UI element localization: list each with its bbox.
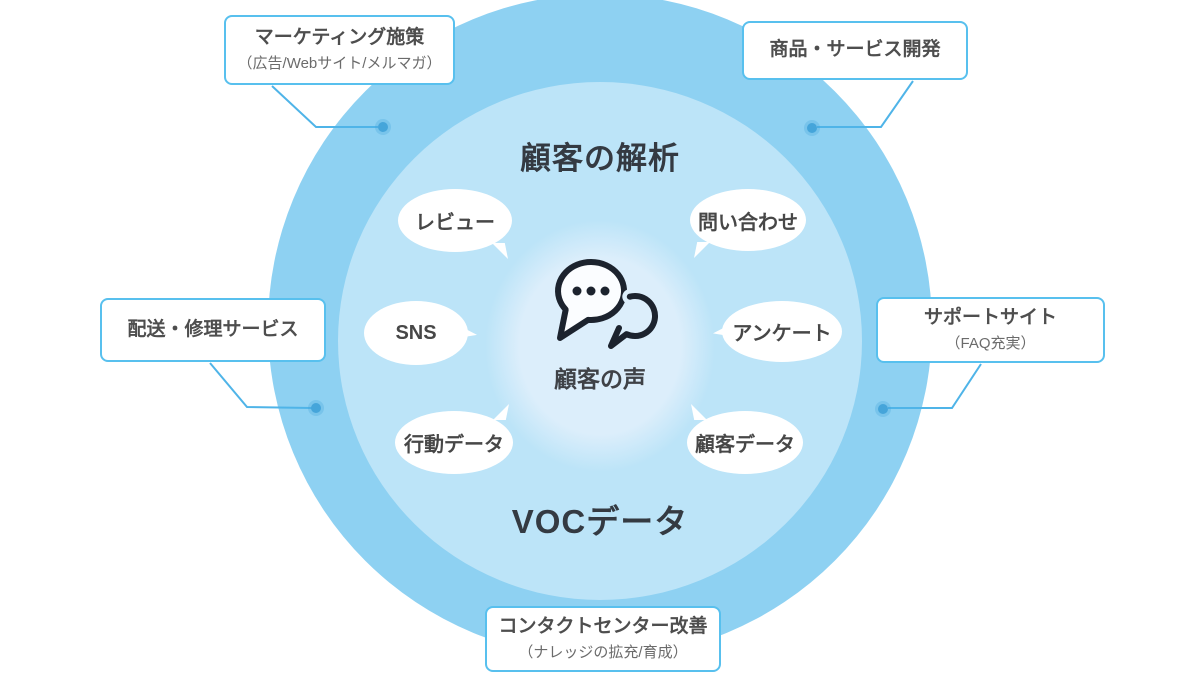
bubble-customer-data: 顧客データ: [687, 411, 803, 474]
callout-support-site: サポートサイト （FAQ充実）: [876, 297, 1105, 363]
bubble-inquiry: 問い合わせ: [690, 189, 806, 251]
callout-contact-center: コンタクトセンター改善 （ナレッジの拡充/育成）: [485, 606, 721, 672]
callout-delivery-repair: 配送・修理サービス: [100, 298, 326, 362]
callout-marketing: マーケティング施策 （広告/Webサイト/メルマガ）: [224, 15, 455, 85]
bubble-behavior-data: 行動データ: [395, 411, 513, 474]
callout-product-dev-title: 商品・サービス開発: [769, 39, 941, 61]
callout-marketing-title: マーケティング施策: [254, 26, 425, 48]
callout-delivery-repair-title: 配送・修理サービス: [127, 318, 299, 340]
bubble-survey: アンケート: [722, 301, 842, 362]
bubble-sns: SNS: [364, 301, 468, 365]
zone-label-customer-analysis: 顧客の解析: [520, 141, 680, 176]
callout-marketing-subtitle: （広告/Webサイト/メルマガ）: [237, 55, 442, 73]
callout-support-site-subtitle: （FAQ充実）: [945, 335, 1036, 353]
callout-contact-center-subtitle: （ナレッジの拡充/育成）: [518, 644, 688, 662]
chat-bubbles-icon: [547, 254, 663, 354]
center-label-customer-voice: 顧客の声: [554, 366, 646, 392]
callout-support-site-title: サポートサイト: [923, 306, 1057, 328]
zone-label-voc-data: VOCデータ: [511, 503, 689, 540]
callout-contact-center-title: コンタクトセンター改善: [498, 615, 708, 637]
callout-product-dev: 商品・サービス開発: [742, 21, 968, 80]
bubble-review: レビュー: [398, 189, 512, 252]
